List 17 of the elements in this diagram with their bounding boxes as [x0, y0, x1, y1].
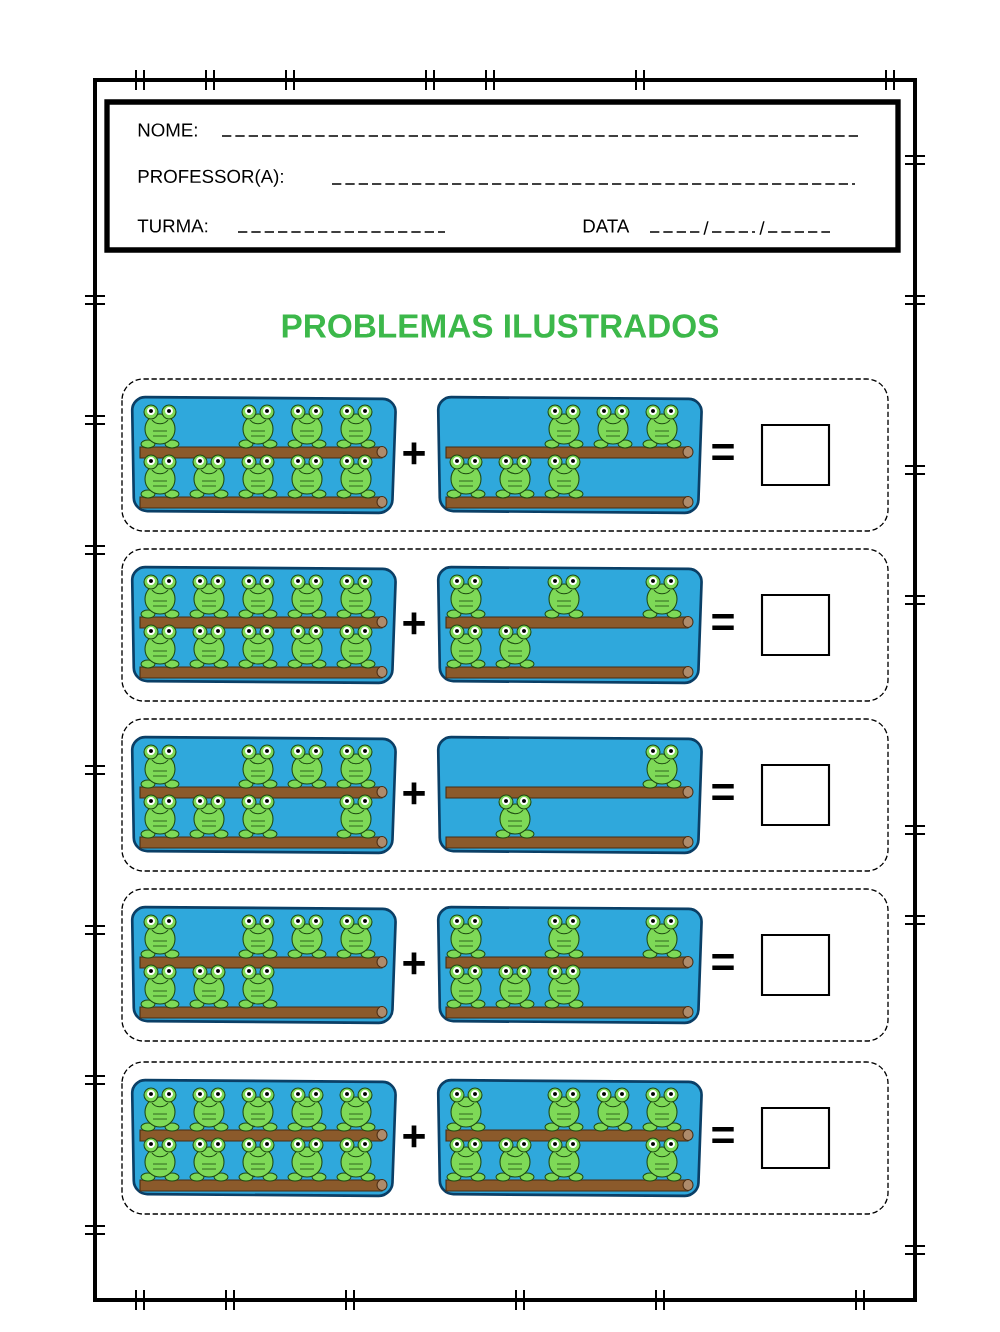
plus-sign: + [403, 442, 425, 465]
worksheet-title: PROBLEMAS ILUSTRADOS [282, 314, 719, 338]
equals-sign: = [712, 783, 734, 801]
plus-sign: + [403, 952, 425, 975]
field-label: DATA [583, 219, 630, 233]
date-slash: / [703, 221, 709, 235]
plus-sign: + [403, 1125, 425, 1148]
equals-sign: = [712, 443, 734, 461]
equals-sign: = [712, 1126, 734, 1144]
field-label: PROFESSOR(A): [138, 169, 283, 187]
field-label: TURMA: [137, 219, 208, 233]
plus-sign: + [403, 612, 425, 635]
equals-sign: = [712, 953, 734, 971]
field-label: NOME: [138, 123, 197, 137]
date-slash: / [759, 221, 765, 235]
equals-sign: = [712, 613, 734, 631]
plus-sign: + [403, 782, 425, 805]
